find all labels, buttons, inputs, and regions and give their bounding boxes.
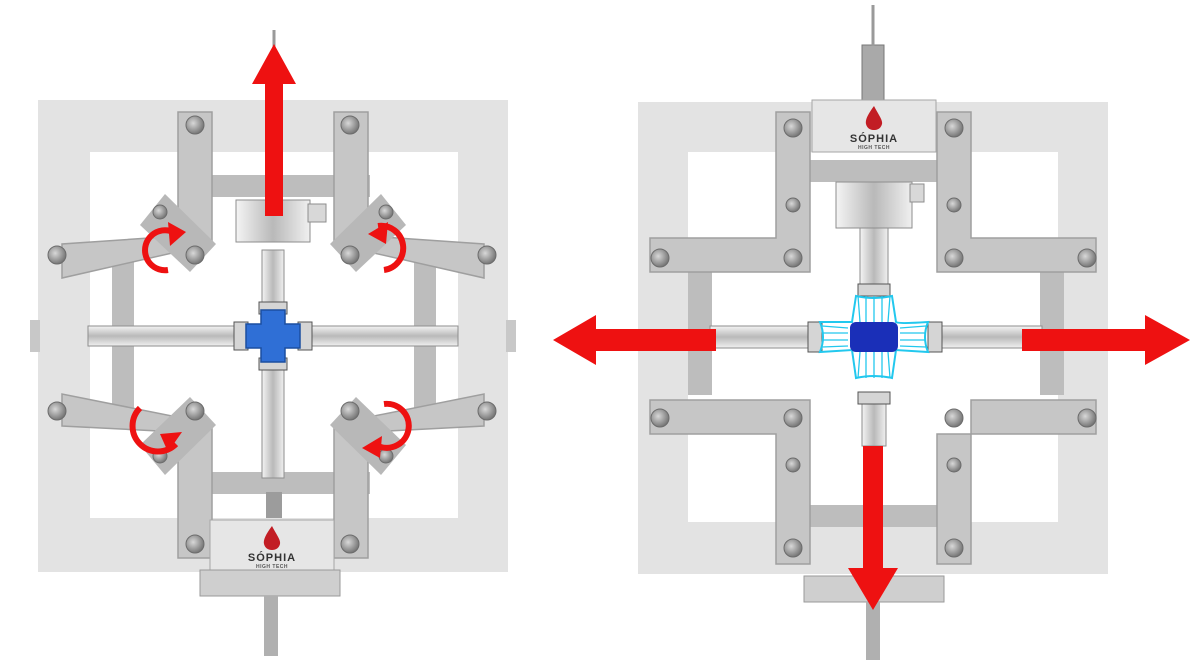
grip-top [857,283,891,297]
actuator-right [301,325,459,347]
logo-name: SÓPHIA [850,132,898,145]
left-panel: SÓPHIA HIGH TECH [30,30,516,656]
specimen-cruciform [245,309,301,363]
cross-bar-top [800,160,950,182]
base-rod [264,596,278,656]
actuator-top-key [909,183,925,203]
grip-left [807,321,823,353]
actuator-bottom [861,399,887,447]
rotation-arrow-bottom-left-head [160,432,182,452]
specimen-core [850,322,898,352]
actuator-bottom [261,367,285,479]
arrow-up [252,44,296,216]
arrow-left [553,315,716,365]
rotation-arrow-top-left-head [168,222,186,246]
actuator-left [709,325,821,349]
frame-side-tab-left [30,320,40,352]
actuator-top-key [307,203,327,223]
sophia-logo: SÓPHIA HIGH TECH [850,106,898,151]
actuator-top [859,224,889,286]
base-rod [866,602,880,660]
specimen-outline [818,294,930,380]
actuator-left [87,325,245,347]
actuator-top-collar [835,181,913,229]
rotation-arrow-top-right-head [368,222,388,244]
rotation-arrow-top-left [142,227,180,274]
bolts [650,118,1097,558]
drop-logo-icon [865,106,883,130]
rotation-arrow-bottom-right-head [362,436,382,458]
cross-bar-bottom [180,472,370,494]
logo-name: SÓPHIA [248,551,296,564]
specimen-arm-lines [821,295,927,379]
top-shaft-rod [861,44,885,101]
grip-bottom [857,391,891,405]
frame-side-tab-right [506,320,516,352]
outer-frame [38,100,508,572]
load-cell-bottom [266,492,282,518]
specimen-deformed [818,294,930,380]
arrow-down [848,446,898,610]
sophia-logo: SÓPHIA HIGH TECH [248,526,296,570]
grip-right [927,321,943,353]
base-block [199,569,341,597]
arrow-right [1022,315,1190,365]
outer-frame [638,102,1108,574]
logo-tagline: HIGH TECH [858,145,890,151]
rotation-arrow-bottom-right [376,400,412,451]
logo-tagline: HIGH TECH [256,564,288,570]
bolts [47,115,497,554]
right-panel: SÓPHIA HIGH TECH [553,5,1190,660]
drop-logo-icon [263,526,281,550]
